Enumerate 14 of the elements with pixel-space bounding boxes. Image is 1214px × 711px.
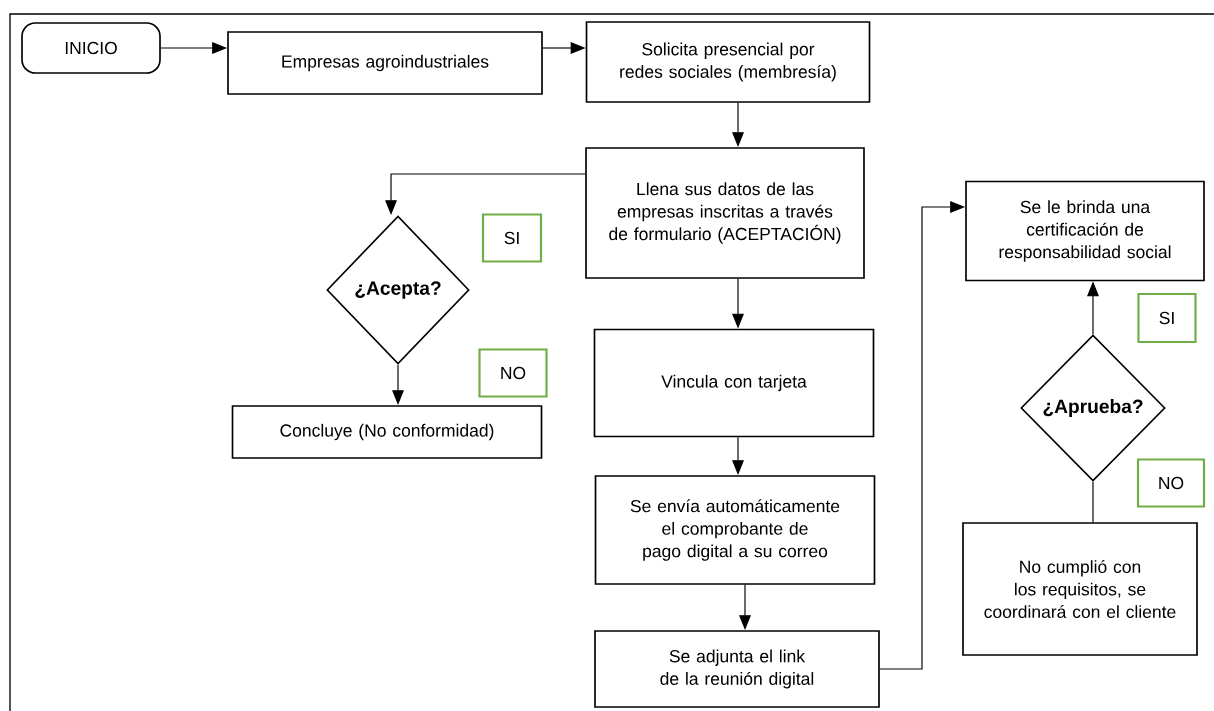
answer-tag: SI	[1137, 292, 1197, 344]
process-box: Concluye (No conformidad)	[231, 405, 543, 459]
start-box: INICIO	[21, 22, 161, 74]
answer-tag: NO	[478, 348, 548, 398]
process-box: Se adjunta el link de la reunión digital	[594, 630, 880, 708]
answer-tag: SI	[481, 213, 543, 263]
process-box: Se envía automáticamente el comprobante de pago digital a su correo	[594, 475, 876, 585]
process-box: Vincula con tarjeta	[593, 328, 875, 438]
process-box: Se le brinda una certificación de responsabilidad social	[965, 180, 1205, 282]
process-box: Llena sus datos de las empresas inscritas a través de formulario (ACEPTACIÓN)	[585, 147, 865, 279]
process-box: No cumplió con los requisitos, se coordinará con el cliente	[962, 522, 1198, 656]
process-box: Solicita presencial por redes sociales (membresía)	[585, 21, 871, 103]
answer-tag: NO	[1136, 458, 1206, 508]
process-box: Empresas agroindustriales	[227, 31, 543, 95]
